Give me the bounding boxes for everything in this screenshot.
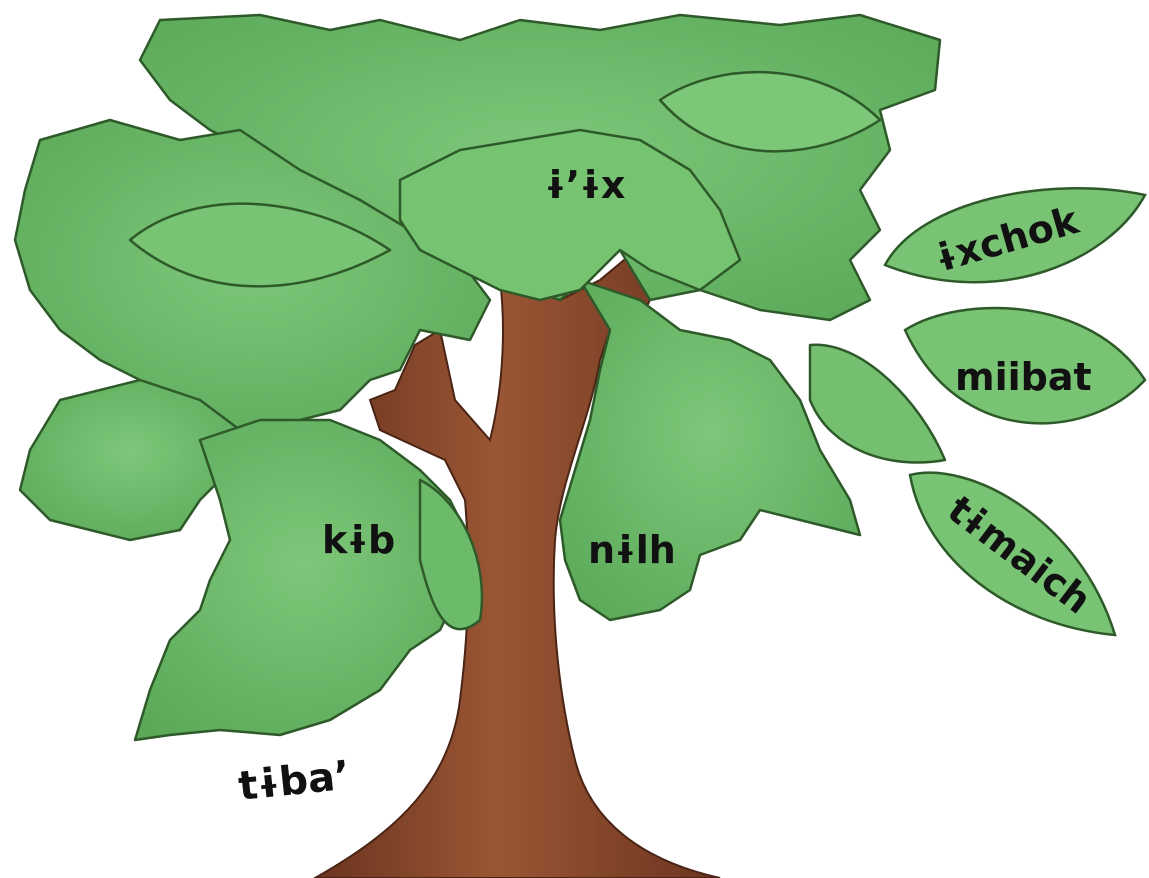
leaf-top — [883, 187, 1147, 284]
separate-leaves — [883, 187, 1147, 637]
label-trunk: nɨlh — [588, 528, 676, 572]
label-crown: ɨ’ɨx — [545, 163, 625, 207]
label-leaf-middle: miibat — [955, 355, 1092, 399]
tree-canopy — [13, 13, 947, 742]
label-branch: kɨb — [322, 518, 395, 562]
label-ground: tɨba’ — [236, 753, 352, 810]
leaf-bottom — [908, 471, 1117, 637]
leaf-middle — [903, 306, 1147, 425]
